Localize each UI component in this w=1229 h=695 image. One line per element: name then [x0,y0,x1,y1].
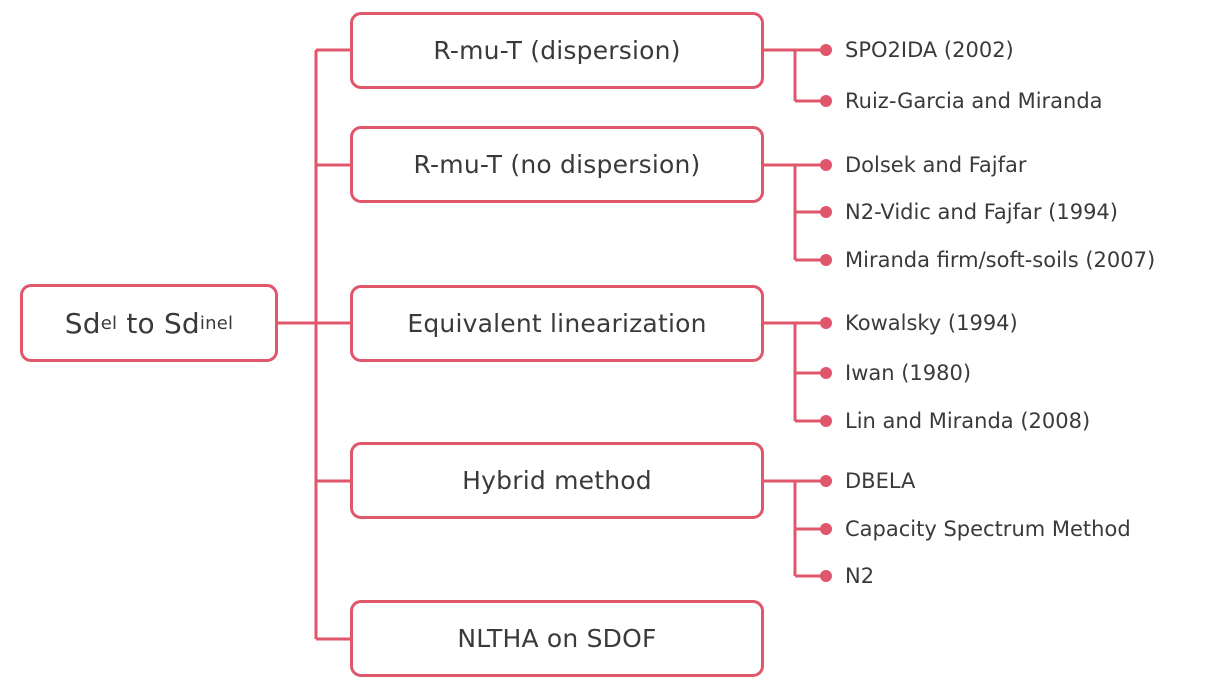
branch-label: NLTHA on SDOF [457,624,657,653]
leaf-dot [820,206,832,218]
root-sub-a: el [100,312,118,334]
branch-node-hybrid-method: Hybrid method [350,442,764,519]
branch-node-nltha-sdof: NLTHA on SDOF [350,600,764,677]
leaf-item: Capacity Spectrum Method [845,517,1131,541]
leaf-item: Ruiz-Garcia and Miranda [845,89,1103,113]
branch-node-rmut-no-dispersion: R-mu-T (no dispersion) [350,126,764,203]
branch-node-rmut-dispersion: R-mu-T (dispersion) [350,12,764,89]
root-connector: to [126,306,155,340]
leaf-item: N2 [845,564,875,588]
leaf-dot [820,95,832,107]
branch-label: R-mu-T (dispersion) [433,36,681,65]
leaf-item: SPO2IDA (2002) [845,38,1014,62]
root-main-b: Sd [163,306,200,340]
leaf-item: DBELA [845,469,916,493]
leaf-dot [820,415,832,427]
leaf-item: Dolsek and Fajfar [845,153,1027,177]
branch-label: R-mu-T (no dispersion) [413,150,701,179]
leaf-dot [820,159,832,171]
branch-node-equivalent-linearization: Equivalent linearization [350,285,764,362]
leaf-dot [820,523,832,535]
leaf-dot [820,254,832,266]
leaf-item: Kowalsky (1994) [845,311,1018,335]
leaf-item: Iwan (1980) [845,361,972,385]
leaf-item: Miranda firm/soft-soils (2007) [845,248,1156,272]
leaf-dot [820,570,832,582]
leaf-item: Lin and Miranda (2008) [845,409,1091,433]
leaf-item: N2-Vidic and Fajfar (1994) [845,200,1118,224]
leaf-dot [820,367,832,379]
branch-label: Hybrid method [462,466,652,495]
leaf-dot [820,317,832,329]
root-sub-b: inel [199,312,234,334]
branch-label: Equivalent linearization [407,309,707,338]
leaf-dot [820,475,832,487]
root-main-a: Sd [64,306,101,340]
leaf-dot [820,44,832,56]
